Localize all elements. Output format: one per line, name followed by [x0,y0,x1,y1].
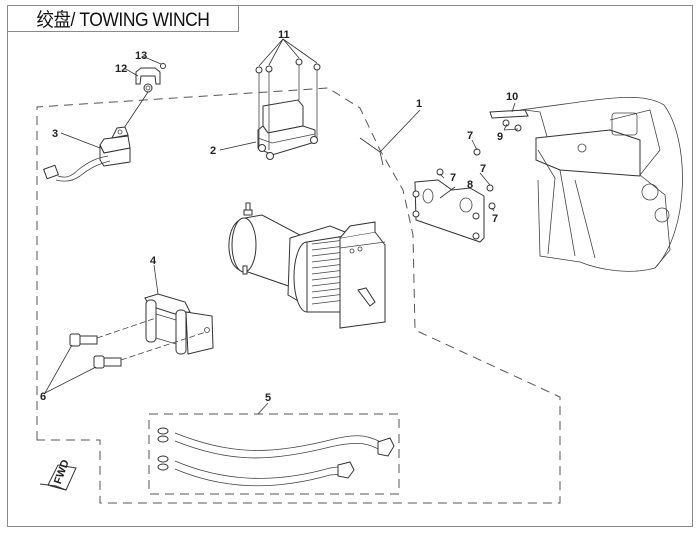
screw-13-part [160,63,166,69]
callout-7-d: 7 [492,213,498,225]
relay-screws-11-part [255,58,321,150]
fairlead-bolts-6-part [69,317,207,369]
title-box: 绞盘/ TOWING WINCH [7,5,239,32]
cable-set-boundary-dashed [148,413,400,495]
callout-3: 3 [52,128,58,140]
cable-set-part [157,427,395,487]
receiver-bracket-part [135,67,161,93]
forward-direction-indicator: FWD [39,458,77,491]
callout-10: 10 [506,91,518,103]
diagram-frame [7,5,693,527]
callout-11: 11 [278,29,290,41]
assembly-line [123,91,149,129]
callout-9: 9 [497,131,503,143]
receiver-module-part [43,126,131,182]
callout-6: 6 [40,391,46,403]
bolts-7-part [436,148,496,210]
callout-4: 4 [150,255,157,267]
assembly-boundary-dashed [36,87,561,504]
roller-fairlead-part [144,293,214,355]
mounting-plate-part [412,179,485,243]
callout-13: 13 [135,50,147,62]
callout-1: 1 [416,98,422,110]
callout-8: 8 [467,179,473,191]
callout-12: 12 [115,63,127,75]
leader-lines [44,38,519,415]
winch-part [228,202,386,329]
page-title: 绞盘/ TOWING WINCH [36,9,209,31]
vehicle-frame-part [519,96,683,272]
callout-5: 5 [265,392,271,404]
relay-box-part [257,99,318,160]
bracket-10-part [489,109,549,141]
callout-7-a: 7 [467,130,473,142]
callout-2: 2 [210,145,216,157]
callout-7-c: 7 [480,163,486,175]
callout-7-b: 7 [450,172,456,184]
